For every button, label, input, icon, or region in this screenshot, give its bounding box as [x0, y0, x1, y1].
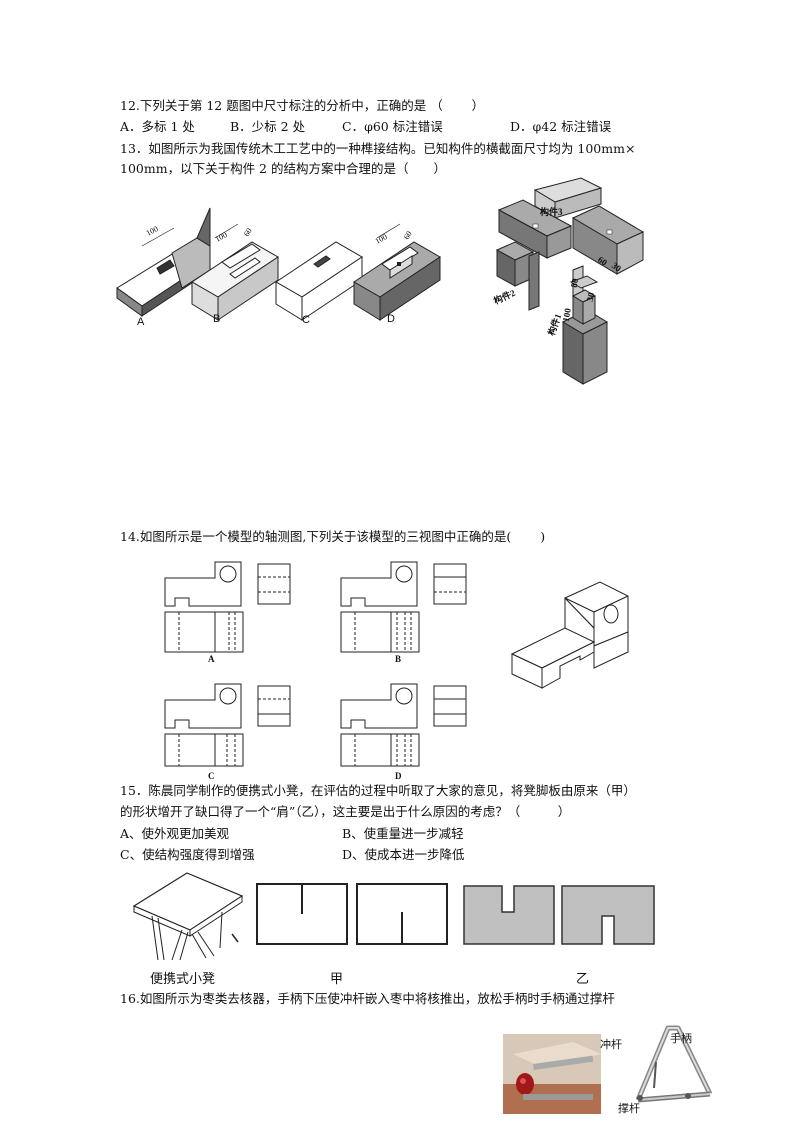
q15-option-d: D、使成本进一步降低: [342, 847, 465, 862]
q13-a-dim: 100: [145, 224, 160, 238]
q15-jia-label: 甲: [330, 972, 344, 987]
q14-option-c-views: [164, 683, 291, 767]
q13-option-c-figure: [275, 241, 363, 321]
q13-dim-80: 80: [568, 277, 581, 289]
q15-yi-label: 乙: [576, 972, 590, 987]
q13-mortise-assembly-figure: [495, 177, 645, 385]
q13-option-a-figure: 100: [116, 207, 211, 317]
q13-d-dim1: 100: [374, 232, 389, 246]
q14-option-b-views: [340, 561, 467, 653]
q12-option-d: D．φ42 标注错误: [510, 119, 612, 134]
q14-stem: 14.如图所示是一个模型的轴测图,下列关于该模型的三视图中正确的是( ): [120, 529, 546, 544]
q16-label-chenggan: 撑杆: [618, 1102, 640, 1115]
q15-option-a: A、使外观更加美观: [120, 826, 230, 841]
q16-stem: 16.如图所示为枣类去核器，手柄下压使冲杆嵌入枣中将核推出，放松手柄时手柄通过撑…: [120, 991, 615, 1006]
q12-option-b: B．少标 2 处: [230, 119, 306, 134]
q16-label-shoubing: 手柄: [670, 1032, 692, 1045]
q13-stem-line2: 100mm，以下关于构件 2 的结构方案中合理的是（ ）: [120, 161, 446, 176]
q14-isometric-model: [510, 581, 629, 689]
q13-dim-30b: 30: [584, 291, 597, 303]
q15-figure-jia: [256, 883, 448, 945]
q13-label-c: C: [302, 314, 310, 326]
q15-figure-yi: [463, 885, 655, 945]
q16-pitter-figure: [635, 1025, 713, 1103]
q13-option-b-figure: 100 60: [191, 223, 279, 321]
q15-stool-figure: [132, 872, 244, 961]
q13-label-b: B: [213, 313, 221, 325]
q13-option-d-figure: 100 60: [353, 223, 441, 321]
q14-label-b: B: [395, 654, 402, 664]
q15-stem-line1: 15．陈晨同学制作的便携式小凳，在评估的过程中听取了大家的意见，将凳脚板由原来（…: [120, 783, 636, 798]
q13-b-dim1: 100: [214, 230, 229, 244]
q14-label-c: C: [208, 771, 215, 781]
q15-stem-line2: 的形状增开了缺口得了一个“肩”（乙），这主要是出于什么原因的考虑？（ ）: [120, 804, 571, 819]
q14-label-a: A: [208, 654, 215, 664]
q15-option-c: C、使结构强度得到增强: [120, 847, 255, 862]
q12-option-c: C．φ60 标注错误: [342, 119, 443, 134]
q14-label-d: D: [395, 771, 402, 781]
q16-photo: [503, 1034, 601, 1114]
q13-part3-label: 构件3: [540, 207, 563, 217]
q13-b-dim2: 60: [242, 227, 254, 238]
q13-stem-line1: 13．如图所示为我国传统木工工艺中的一种榫接结构。已知构件的横截面尺寸均为 10…: [120, 141, 636, 156]
q14-option-a-views: [164, 561, 291, 653]
q13-label-a: A: [137, 316, 145, 328]
q12-option-a: A．多标 1 处: [120, 119, 195, 134]
q13-d-dim2: 60: [402, 230, 414, 241]
q15-option-b: B、使重量进一步减轻: [342, 826, 464, 841]
q12-stem: 12.下列关于第 12 题图中尺寸标注的分析中，正确的是 （ ）: [120, 98, 485, 113]
q14-option-d-views: [340, 683, 467, 767]
q15-stool-label: 便携式小凳: [150, 972, 216, 987]
q13-label-d: D: [387, 313, 395, 325]
q16-label-chonggan: 冲杆: [600, 1038, 622, 1051]
